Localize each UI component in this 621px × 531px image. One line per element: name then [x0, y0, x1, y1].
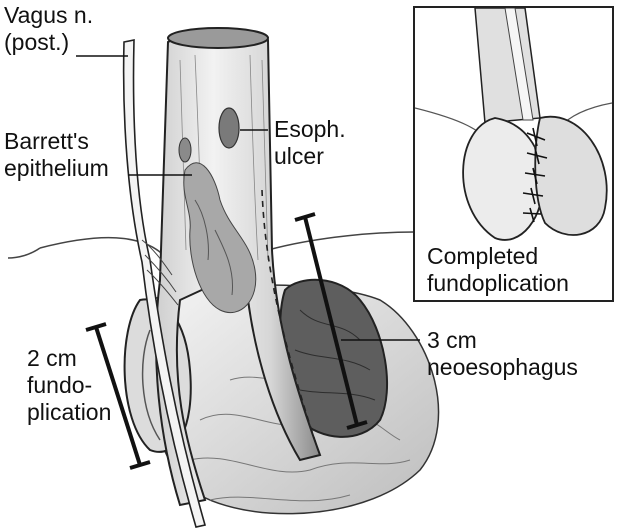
- vagus-label-line1: Vagus n.: [4, 2, 93, 29]
- inset-label-line2: fundoplication: [427, 270, 569, 297]
- ulcer-label-line1: Esoph.: [274, 116, 346, 143]
- barretts-label-line1: Barrett's: [4, 128, 109, 155]
- esophageal-ulcer: [219, 108, 239, 148]
- esophageal-ulcer-label: Esoph. ulcer: [274, 116, 346, 170]
- fundo-label-line3: plication: [27, 399, 111, 426]
- barretts-label-line2: epithelium: [4, 155, 109, 182]
- inset-wrap-left: [463, 118, 543, 240]
- neo-label-line1: 3 cm: [427, 327, 578, 354]
- inset-label-line1: Completed: [427, 243, 569, 270]
- vagus-nerve-label: Vagus n. (post.): [4, 2, 93, 56]
- small-ulcer: [179, 138, 191, 162]
- ulcer-label-line2: ulcer: [274, 143, 346, 170]
- esophagus-lumen-top: [168, 28, 268, 48]
- fundoplication-label: 2 cm fundo- plication: [27, 345, 111, 426]
- fundo-label-line1: 2 cm: [27, 345, 111, 372]
- neo-label-line2: neoesophagus: [427, 354, 578, 381]
- fundo-label-line2: fundo-: [27, 372, 111, 399]
- completed-fundoplication-label: Completed fundoplication: [427, 243, 569, 297]
- inset-wrap-right: [535, 117, 606, 235]
- vagus-label-line2: (post.): [4, 29, 93, 56]
- barretts-epithelium-label: Barrett's epithelium: [4, 128, 109, 182]
- neoesophagus-label: 3 cm neoesophagus: [427, 327, 578, 381]
